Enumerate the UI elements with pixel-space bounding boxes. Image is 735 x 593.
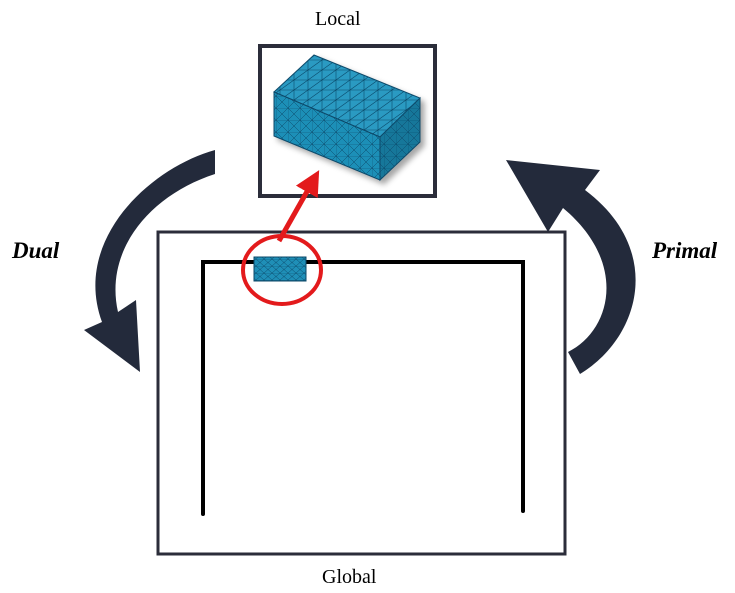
local-mesh-block	[273, 54, 421, 182]
dual-label: Dual	[12, 238, 60, 263]
primal-label: Primal	[652, 238, 718, 263]
dual-arrow	[84, 150, 215, 372]
global-label: Global	[322, 566, 377, 588]
primal-arrow	[506, 160, 636, 374]
global-frame	[156, 230, 567, 556]
zoom-arrow	[276, 170, 320, 243]
local-label: Local	[315, 8, 361, 30]
portal-frame	[201, 260, 525, 516]
